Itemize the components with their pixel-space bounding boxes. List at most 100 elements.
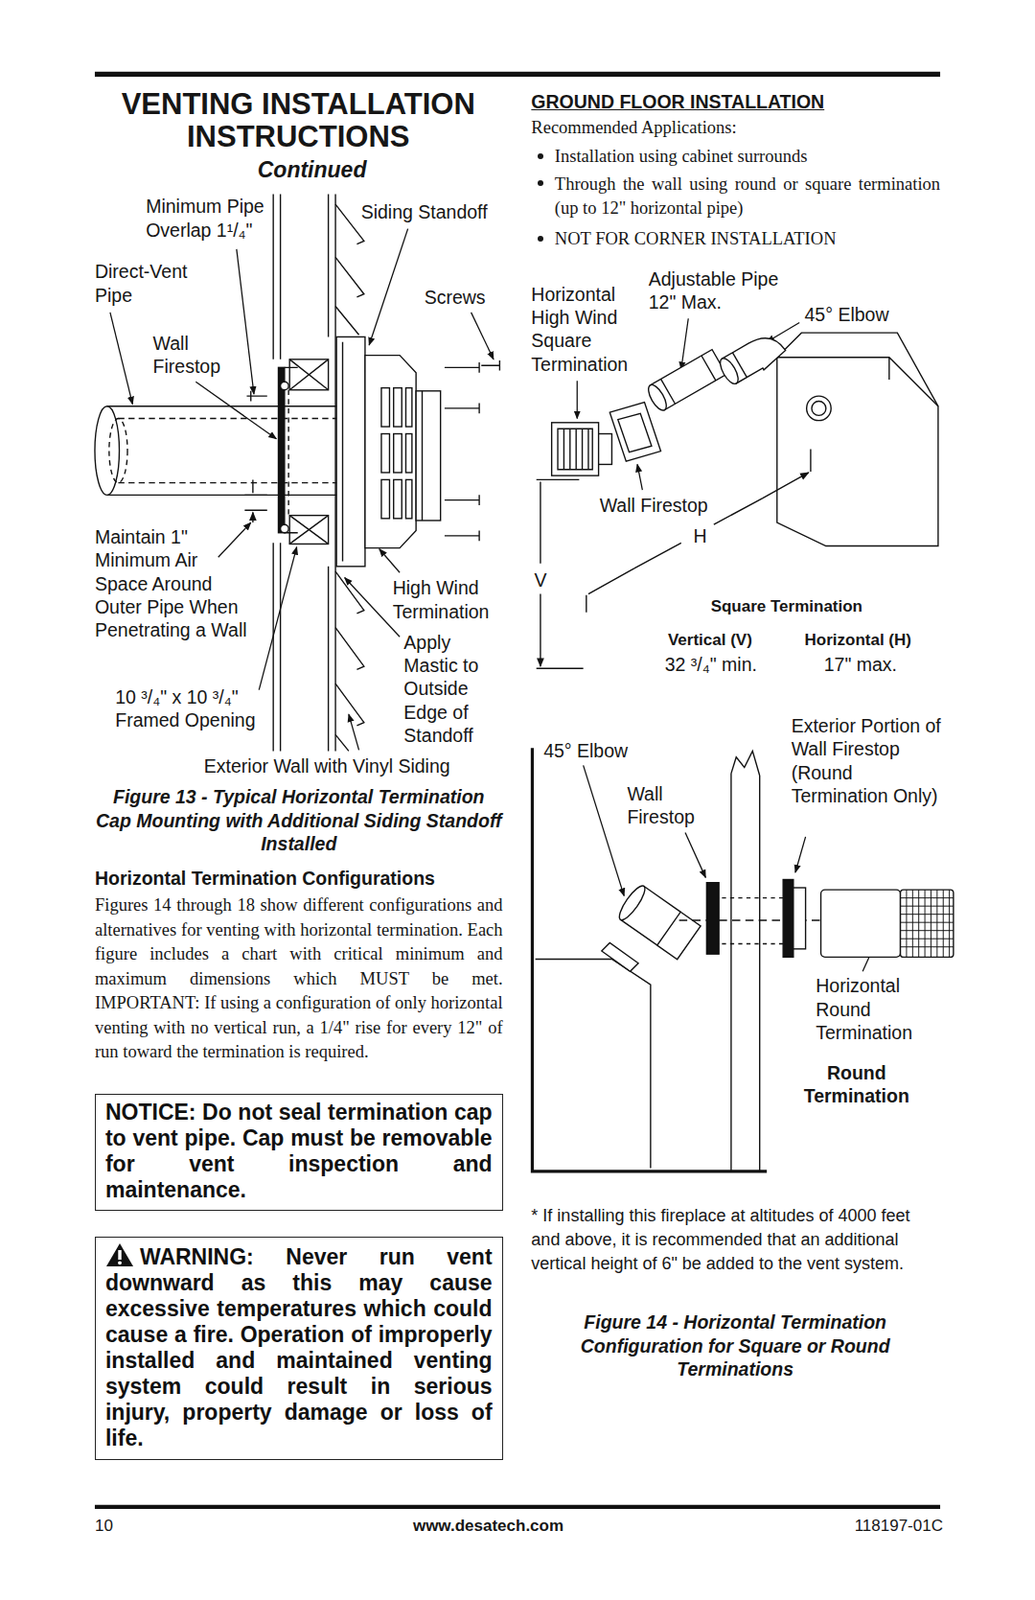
round-termination-figure-part bbox=[900, 889, 954, 957]
leader-lines-part bbox=[195, 381, 276, 439]
termination-cap-figure-part bbox=[365, 355, 416, 549]
square-termination-figure-part bbox=[598, 434, 613, 465]
square-termination-figure-part bbox=[811, 400, 827, 415]
section-heading: Horizontal Termination Configurations bbox=[94, 866, 504, 890]
part-label: Screws bbox=[424, 285, 486, 309]
termination-cap-figure-part bbox=[289, 515, 328, 545]
square-termination-figure-part bbox=[777, 332, 939, 546]
figure-caption: Figure 13 - Typical Horizontal Terminati… bbox=[94, 784, 504, 855]
dimension-letter: H bbox=[693, 524, 708, 548]
leader-lines-part bbox=[345, 577, 400, 638]
square-termination-figure-part bbox=[716, 328, 789, 389]
table-header: Vertical (V) bbox=[667, 629, 753, 650]
body-paragraph: Figures 14 through 18 show different con… bbox=[94, 893, 504, 1065]
square-termination-figure-part-part bbox=[661, 355, 716, 404]
leader-lines-part bbox=[685, 832, 706, 878]
termination-cap-figure-part bbox=[381, 388, 391, 427]
clearance-note: Maintain 1" Minimum Air Space Around Out… bbox=[94, 525, 253, 643]
figure-subtitle: Round Termination bbox=[784, 1060, 928, 1108]
bullet-item: Installation using cabinet surrounds bbox=[554, 144, 941, 170]
square-termination-figure-part bbox=[644, 349, 727, 414]
termination-cap-figure-part bbox=[289, 359, 328, 391]
round-termination-figure-part bbox=[601, 942, 639, 971]
instruction-note: Apply Mastic to Outside Edge of Standoff bbox=[403, 630, 490, 748]
bullet-dot bbox=[537, 180, 544, 186]
leader-lines-part bbox=[110, 312, 133, 405]
figure-caption: Figure 14 - Horizontal Termination Confi… bbox=[530, 1310, 940, 1380]
table-header: Horizontal (H) bbox=[805, 629, 912, 650]
round-termination-figure-part bbox=[615, 882, 701, 960]
dimension-label: 10 ³/₄" x 10 ³/₄" Framed Opening bbox=[115, 685, 269, 733]
part-label: Minimum Pipe Overlap 1¹/₄" bbox=[145, 194, 284, 242]
leader-lines-part bbox=[368, 229, 408, 345]
leader-lines-part bbox=[583, 764, 625, 896]
leader-lines-part bbox=[218, 522, 252, 557]
round-termination-figure-part bbox=[531, 747, 767, 1172]
termination-cap-figure-part bbox=[107, 406, 337, 496]
termination-cap-figure-part bbox=[289, 515, 328, 545]
square-termination-figure-part-part bbox=[716, 355, 742, 387]
termination-cap-figure-part bbox=[381, 434, 391, 473]
termination-cap-figure-part bbox=[280, 524, 290, 533]
termination-cap-figure-part bbox=[421, 391, 423, 521]
termination-cap-figure-part bbox=[415, 391, 441, 521]
part-label: Wall Firestop bbox=[626, 782, 709, 829]
termination-cap-figure-part bbox=[381, 479, 391, 518]
part-label: Wall Firestop bbox=[599, 493, 709, 517]
box-text: WARNING: Never run vent downward as this… bbox=[105, 1243, 493, 1451]
termination-cap-figure-part bbox=[289, 359, 328, 391]
round-termination-figure-part bbox=[793, 887, 806, 949]
round-termination-figure-part bbox=[731, 773, 760, 1172]
bullet-item: Through the wall using round or square t… bbox=[554, 172, 941, 222]
part-label: Exterior Wall with Vinyl Siding bbox=[204, 754, 451, 778]
square-termination-figure-part-part bbox=[644, 382, 670, 414]
page-title: VENTING INSTALLATION INSTRUCTIONS bbox=[81, 88, 515, 155]
square-termination-figure-part bbox=[609, 402, 661, 462]
round-termination-figure-part bbox=[821, 889, 901, 957]
termination-cap-figure-part bbox=[336, 336, 366, 566]
warning-mark bbox=[117, 1249, 121, 1260]
termination-cap-figure-part bbox=[287, 390, 289, 516]
termination-cap-figure-part bbox=[393, 434, 403, 473]
part-label: Exterior Portion of Wall Firestop (Round… bbox=[791, 713, 945, 808]
round-termination-figure-part bbox=[706, 882, 719, 954]
part-label: Direct-Vent Pipe bbox=[94, 259, 207, 307]
termination-cap-figure-part bbox=[481, 360, 500, 371]
part-label: Horizontal Round Termination bbox=[815, 973, 928, 1044]
termination-cap-figure-part bbox=[342, 342, 344, 562]
round-termination-figure bbox=[531, 747, 953, 1172]
dimension-letter: V bbox=[534, 568, 548, 592]
square-termination-figure-part bbox=[806, 395, 832, 421]
part-label: Wall Firestop bbox=[153, 331, 251, 379]
leader-lines-part bbox=[258, 547, 297, 690]
website: www.desatech.com bbox=[413, 1515, 564, 1536]
termination-cap-figure-part bbox=[277, 367, 284, 532]
document-number: 118197-01C bbox=[854, 1515, 943, 1536]
round-termination-figure-part bbox=[713, 897, 785, 944]
table-cell: 17" max. bbox=[824, 652, 897, 676]
round-termination-figure-part bbox=[782, 878, 794, 957]
square-termination-figure-part bbox=[552, 422, 599, 476]
body-text: Recommended Applications: bbox=[530, 115, 736, 141]
bullet-item: NOT FOR CORNER INSTALLATION bbox=[554, 227, 941, 253]
termination-cap-figure-part bbox=[405, 434, 412, 473]
part-label: Horizontal High Wind Square Termination bbox=[530, 282, 644, 377]
termination-cap-figure-part bbox=[252, 479, 253, 523]
leader-lines-part bbox=[471, 312, 494, 360]
bullet-dot bbox=[537, 153, 544, 160]
termination-cap-figure bbox=[94, 193, 500, 751]
square-termination-figure-part bbox=[557, 428, 593, 470]
page-rule-part bbox=[94, 71, 941, 77]
square-termination-figure-part-part bbox=[732, 352, 747, 378]
termination-cap-figure-part bbox=[393, 388, 403, 427]
box-text: NOTICE: Do not seal termination cap to v… bbox=[105, 1099, 493, 1202]
termination-cap-figure-part bbox=[273, 193, 336, 751]
round-termination-figure-part-part bbox=[657, 911, 701, 960]
termination-cap-figure-part bbox=[335, 204, 365, 335]
continued-note: Continued bbox=[240, 156, 384, 184]
warning-icon bbox=[105, 1242, 135, 1267]
square-termination-figure bbox=[536, 328, 939, 668]
round-termination-figure-part bbox=[535, 958, 651, 1168]
termination-cap-figure-part bbox=[405, 479, 412, 518]
